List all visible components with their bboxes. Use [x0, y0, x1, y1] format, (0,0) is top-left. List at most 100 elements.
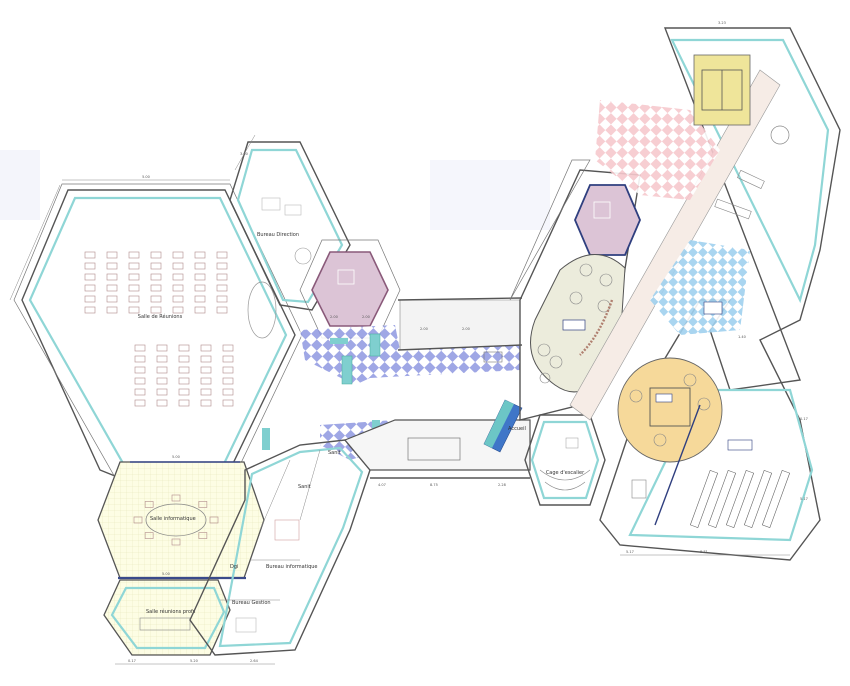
dim-top-left-wing: 5.00	[142, 175, 150, 179]
chair	[106, 295, 118, 303]
chair	[194, 262, 206, 270]
chair	[156, 366, 168, 374]
chair	[156, 344, 168, 352]
chair	[194, 306, 206, 314]
dim-cdi-small: 1.40	[738, 335, 746, 339]
salle-reunions-profs-room: Salle réunions profs 5.00	[103, 572, 231, 656]
dim-hall-3: 2.28	[498, 483, 506, 487]
chair	[200, 366, 212, 374]
chair	[200, 344, 212, 352]
dim-corridor-1: 2.00	[420, 327, 428, 331]
chair	[222, 344, 234, 352]
chair	[156, 355, 168, 363]
chair	[134, 399, 146, 407]
chair	[156, 388, 168, 396]
sanit-1-label: Sanit	[328, 450, 341, 456]
chair	[128, 273, 140, 281]
chair	[216, 306, 228, 314]
chair	[134, 344, 146, 352]
chair	[150, 273, 162, 281]
chair	[128, 306, 140, 314]
chair	[133, 516, 143, 524]
accueil-label: Accueil	[508, 426, 526, 432]
chair	[171, 494, 181, 502]
chair	[172, 262, 184, 270]
chair	[128, 251, 140, 259]
cage-escalier-label: Cage d'escalier	[546, 470, 585, 476]
chair	[209, 516, 219, 524]
chair	[150, 251, 162, 259]
chair	[84, 262, 96, 270]
chair	[178, 355, 190, 363]
chair	[134, 355, 146, 363]
salle-informatique-room: Salle informatique 5.00	[97, 455, 265, 580]
chair	[222, 366, 234, 374]
chair	[200, 388, 212, 396]
chair	[171, 538, 181, 546]
dim-right-side-1: 0.17	[800, 417, 808, 421]
small-hex-room-right	[574, 184, 641, 256]
chair	[200, 399, 212, 407]
bookshelf	[725, 469, 755, 529]
chair	[172, 273, 184, 281]
chair	[216, 295, 228, 303]
bureau-informatique-label: Bureau informatique	[266, 564, 318, 570]
bookshelf	[743, 469, 773, 529]
dim-salle-profs: 5.00	[162, 572, 170, 576]
chair	[178, 388, 190, 396]
dim-hall-2: 8.75	[430, 483, 438, 487]
accueil-area: Accueil	[483, 399, 526, 453]
dim-corridor-4: 2.00	[362, 315, 370, 319]
chair	[194, 284, 206, 292]
dim-right-side-2: 5.17	[800, 497, 808, 501]
chair	[84, 284, 96, 292]
chair	[106, 251, 118, 259]
chair	[194, 273, 206, 281]
dim-bottom-right: 2.64	[250, 659, 259, 663]
dgi-label: Dgi	[230, 564, 238, 570]
chair	[200, 377, 212, 385]
salle-reunions-profs-label: Salle réunions profs	[146, 608, 196, 615]
chair	[106, 262, 118, 270]
chair	[150, 306, 162, 314]
chair	[178, 366, 190, 374]
chair	[150, 262, 162, 270]
chair	[106, 273, 118, 281]
chair	[178, 399, 190, 407]
chair	[156, 399, 168, 407]
chair	[178, 344, 190, 352]
chair	[128, 262, 140, 270]
chair	[198, 501, 208, 508]
chair	[222, 355, 234, 363]
chair	[216, 262, 228, 270]
chair	[216, 273, 228, 281]
chair	[156, 377, 168, 385]
dim-salle-info: 5.00	[172, 455, 180, 459]
chair	[194, 251, 206, 259]
sanit-2-label: Sanit	[298, 484, 311, 490]
dim-direction: 3.00	[240, 152, 248, 156]
central-hall-bottom: 4.07 8.75 2.28	[344, 419, 531, 487]
chair	[222, 388, 234, 396]
chair	[172, 306, 184, 314]
dim-corridor-3: 2.00	[330, 315, 338, 319]
bookshelf	[689, 469, 719, 529]
chair	[222, 377, 234, 385]
chair	[128, 295, 140, 303]
chair	[144, 532, 154, 539]
bureau-gestion-label: Bureau Gestion	[232, 600, 271, 606]
cage-escalier: Cage d'escalier	[524, 414, 606, 506]
salle-reunions-label: Salle de Réunions	[138, 313, 183, 320]
chair	[84, 251, 96, 259]
chair	[150, 295, 162, 303]
chair	[134, 377, 146, 385]
dim-bottom-left: 0.17	[128, 659, 136, 663]
chair	[194, 295, 206, 303]
chair	[150, 284, 162, 292]
chair	[106, 284, 118, 292]
chair	[128, 284, 140, 292]
dim-right-bottom-1: 5.17	[626, 550, 634, 554]
bureau-direction-room: Bureau Direction	[229, 141, 351, 311]
chair	[84, 295, 96, 303]
